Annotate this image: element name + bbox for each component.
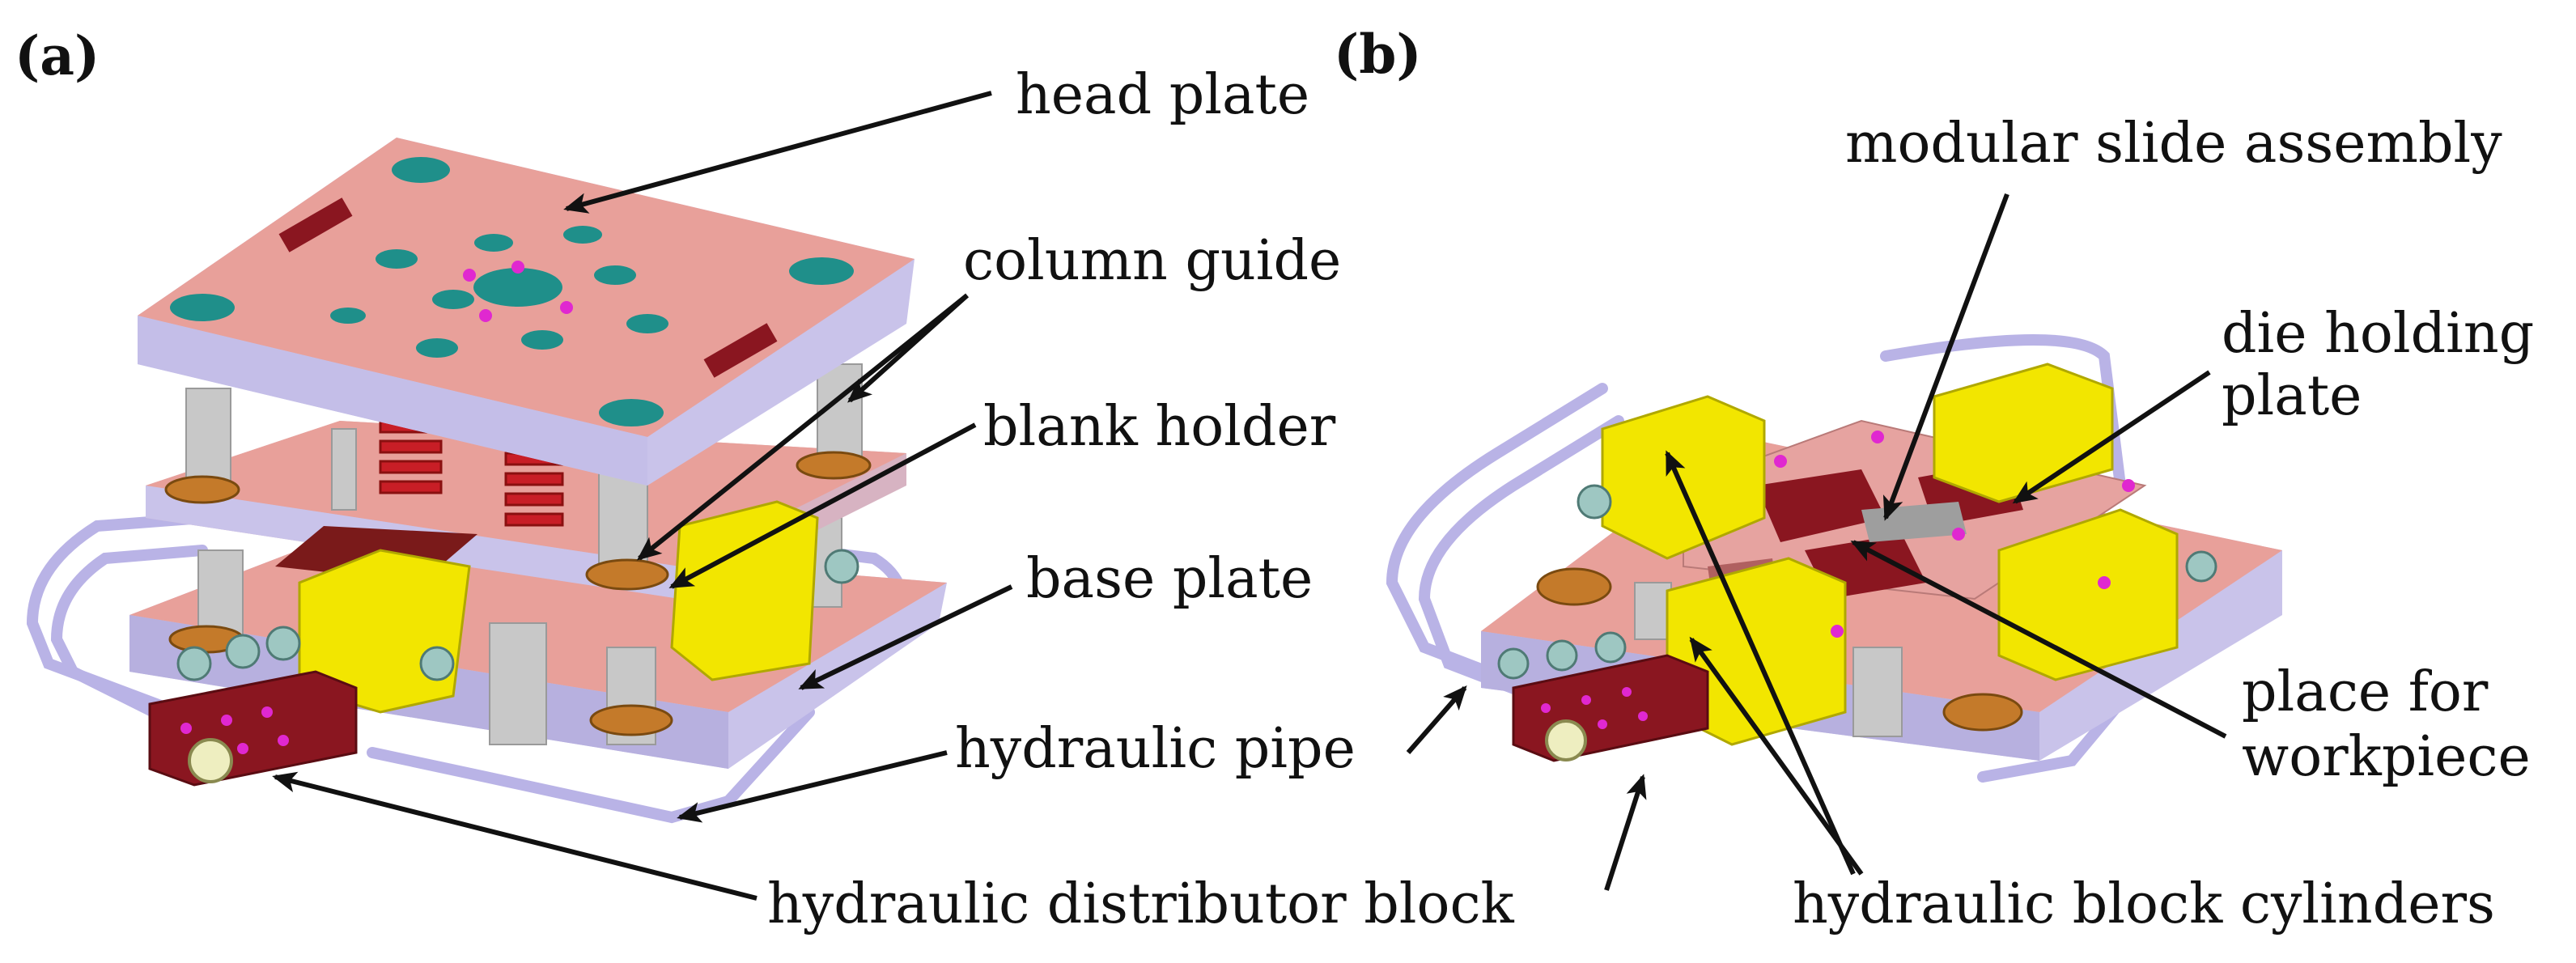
label-column-guide: column guide: [963, 229, 1341, 293]
label-modular-slide-assembly: modular slide assembly: [1845, 112, 2502, 176]
arrow-hydraulic-pipe: [677, 750, 948, 823]
distributor-block-b: [1512, 654, 1709, 762]
lower-columns-a: [197, 517, 842, 745]
label-hydraulic-distributor-block: hydraulic distributor block: [767, 872, 1515, 936]
arrow-distributor-block-a: [272, 771, 758, 901]
head-plate-holes: [170, 157, 854, 426]
arrow-column-guide-2: [636, 293, 969, 561]
label-place-for-workpiece-line1: place for: [2242, 660, 2489, 724]
arrow-hydraulic-pipe-b: [1406, 685, 1467, 754]
arrow-block-cylinders-2: [1689, 636, 1864, 876]
arrow-die-holding-plate: [2012, 370, 2211, 504]
head-plate-a: [138, 138, 915, 486]
arrow-modular-slide-assembly: [1882, 193, 2009, 521]
bolts-b: [1774, 431, 2135, 638]
label-hydraulic-block-cylinders: hydraulic block cylinders: [1793, 872, 2495, 936]
arrow-base-plate: [798, 584, 1013, 690]
arrow-place-for-workpiece: [1850, 540, 2227, 739]
rings-b: [1536, 567, 2023, 732]
head-plate-bolts: [463, 261, 573, 322]
panel-b-illustration: [1386, 334, 2282, 783]
columns-b: [1634, 582, 1903, 737]
panel-a-illustration: [26, 138, 947, 824]
arrow-blank-holder: [668, 422, 977, 589]
label-die-holding-plate-line1: die holding: [2222, 302, 2534, 366]
arrow-block-cylinders-1: [1665, 450, 1856, 876]
fittings-b: [1497, 484, 2217, 680]
label-place-for-workpiece-line2: workpiece: [2242, 725, 2531, 789]
arrow-head-plate: [563, 91, 992, 214]
fittings-a: [176, 549, 859, 681]
arrow-distributor-block-b: [1604, 774, 1647, 891]
panel-b-tag: (b): [1334, 23, 1422, 86]
label-head-plate: head plate: [1016, 63, 1309, 127]
distributor-block-a: [148, 670, 358, 787]
label-base-plate: base plate: [1026, 547, 1313, 611]
label-blank-holder: blank holder: [983, 395, 1336, 459]
panel-a-tag: (a): [15, 24, 100, 87]
label-hydraulic-pipe: hydraulic pipe: [955, 717, 1356, 781]
label-die-holding-plate-line2: plate: [2222, 364, 2362, 428]
